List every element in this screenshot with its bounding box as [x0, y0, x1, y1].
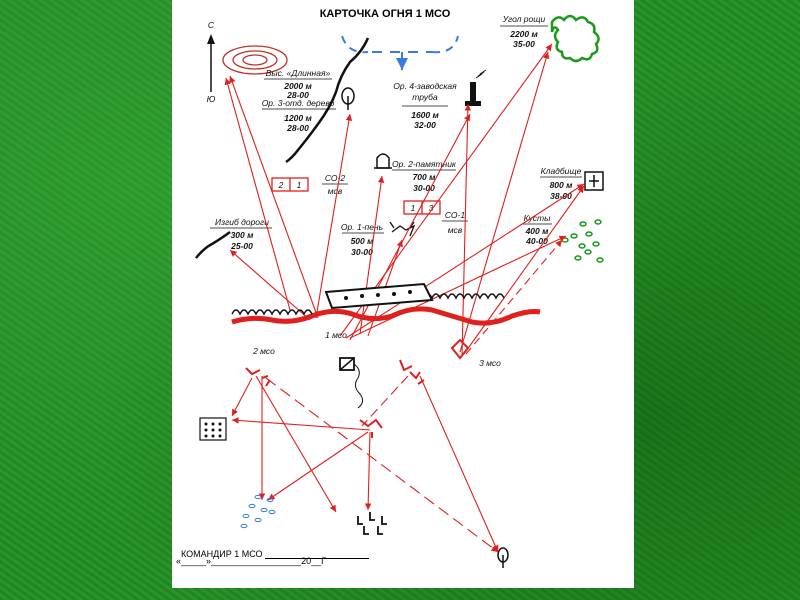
bushes-icon [561, 219, 604, 263]
compass-south-label: Ю [207, 94, 216, 104]
svg-text:Угол рощи: Угол рощи [502, 14, 546, 24]
label-kladb: Кладбище 800 м 38-00 [540, 166, 582, 201]
svg-text:1200 м: 1200 м [284, 113, 312, 123]
svg-text:25-00: 25-00 [230, 241, 253, 251]
enemy-water-icon [240, 494, 276, 529]
minefield-icon [324, 282, 434, 310]
svg-text:Кусты: Кусты [524, 213, 551, 223]
svg-text:35-00: 35-00 [513, 39, 535, 49]
label-kusty: Кусты 400 м 40-00 [522, 213, 552, 246]
unit-left-label: 2 мсо [252, 346, 275, 356]
svg-text:400 м: 400 м [525, 226, 550, 236]
svg-text:2000 м: 2000 м [283, 81, 312, 91]
svg-text:1: 1 [297, 180, 302, 190]
monument-icon [374, 153, 392, 169]
label-or3: Ор. 3-отд. дерево 1200 м 28-00 [262, 98, 336, 133]
commander-line: КОМАНДИР 1 МСО [176, 539, 369, 559]
svg-text:300 м: 300 м [231, 230, 255, 240]
commander-label: КОМАНДИР 1 МСО [181, 549, 263, 559]
tree-bottom-icon [497, 547, 509, 568]
svg-text:СО-1: СО-1 [445, 210, 465, 220]
svg-text:мсв: мсв [448, 225, 463, 235]
label-izgib: Изгиб дороги 300 м 25-00 [210, 217, 272, 251]
label-vys: Выс. «Длинная» 2000 м 28-00 [264, 68, 332, 100]
label-or1: Ор. 1-пень 500 м 30-00 [341, 222, 384, 257]
front-trench-line [231, 306, 541, 326]
svg-text:труба: труба [412, 92, 438, 102]
sector-co1: 1 3 СО-1 мсв [403, 200, 468, 235]
svg-text:30-00: 30-00 [413, 183, 435, 193]
svg-text:28-00: 28-00 [286, 90, 309, 100]
sector-co2: 2 1 СО-2 мсв [271, 173, 348, 196]
svg-text:40-00: 40-00 [525, 236, 548, 246]
svg-text:мсв: мсв [328, 186, 343, 196]
label-or2: Ор. 2-памятник 700 м 30-00 [392, 159, 457, 193]
date-line: «_____»__________________20__Г [176, 556, 327, 566]
neighbor-boundary [341, 35, 459, 70]
svg-text:38-00: 38-00 [550, 191, 572, 201]
svg-text:30-00: 30-00 [351, 247, 373, 257]
svg-text:Ор. 2-памятник: Ор. 2-памятник [392, 159, 457, 169]
cemetery-icon [584, 171, 604, 191]
factory-chimney-icon [465, 69, 487, 106]
compass-icon: С Ю [207, 20, 216, 104]
label-or4: Ор. 4-заводская труба 1600 м 32-00 [393, 81, 457, 130]
svg-text:СО-2: СО-2 [325, 173, 345, 183]
enemy-stakes-icon [357, 512, 387, 535]
hill-icon [222, 45, 288, 75]
unit-right-label: 3 мсо [479, 358, 501, 368]
svg-text:32-00: 32-00 [414, 120, 436, 130]
svg-text:2200 м: 2200 м [509, 29, 538, 39]
signature-blank [264, 549, 369, 559]
weapon-positions [245, 338, 470, 438]
svg-text:Ор. 3-отд. дерево: Ор. 3-отд. дерево [262, 98, 335, 108]
tree-icon [341, 87, 355, 110]
enemy-building-icon [199, 417, 227, 441]
svg-text:1: 1 [411, 203, 416, 213]
svg-text:700 м: 700 м [413, 172, 437, 182]
svg-text:Ор. 4-заводская: Ор. 4-заводская [393, 81, 457, 91]
svg-text:500 м: 500 м [351, 236, 375, 246]
obstacle-line [231, 293, 505, 316]
forest-edge-icon [550, 14, 600, 63]
road-bend-line [195, 230, 231, 259]
stump-icon [389, 221, 416, 237]
svg-text:Изгиб дороги: Изгиб дороги [215, 217, 269, 227]
label-ugol: Угол рощи 2200 м 35-00 [500, 14, 548, 49]
command-post-icon [339, 357, 364, 409]
card-title: КАРТОЧКА ОГНЯ 1 МСО [320, 8, 451, 20]
compass-north-label: С [208, 20, 215, 30]
svg-text:Ор. 1-пень: Ор. 1-пень [341, 222, 383, 232]
svg-text:Выс. «Длинная»: Выс. «Длинная» [266, 68, 331, 78]
unit-center-label: 1 мсо [325, 330, 347, 340]
svg-text:3: 3 [429, 203, 434, 213]
svg-text:800 м: 800 м [550, 180, 574, 190]
road-line [285, 37, 370, 164]
svg-text:1600 м: 1600 м [411, 110, 439, 120]
svg-text:Кладбище: Кладбище [541, 166, 582, 176]
svg-text:28-00: 28-00 [286, 123, 309, 133]
svg-text:2: 2 [278, 180, 284, 190]
